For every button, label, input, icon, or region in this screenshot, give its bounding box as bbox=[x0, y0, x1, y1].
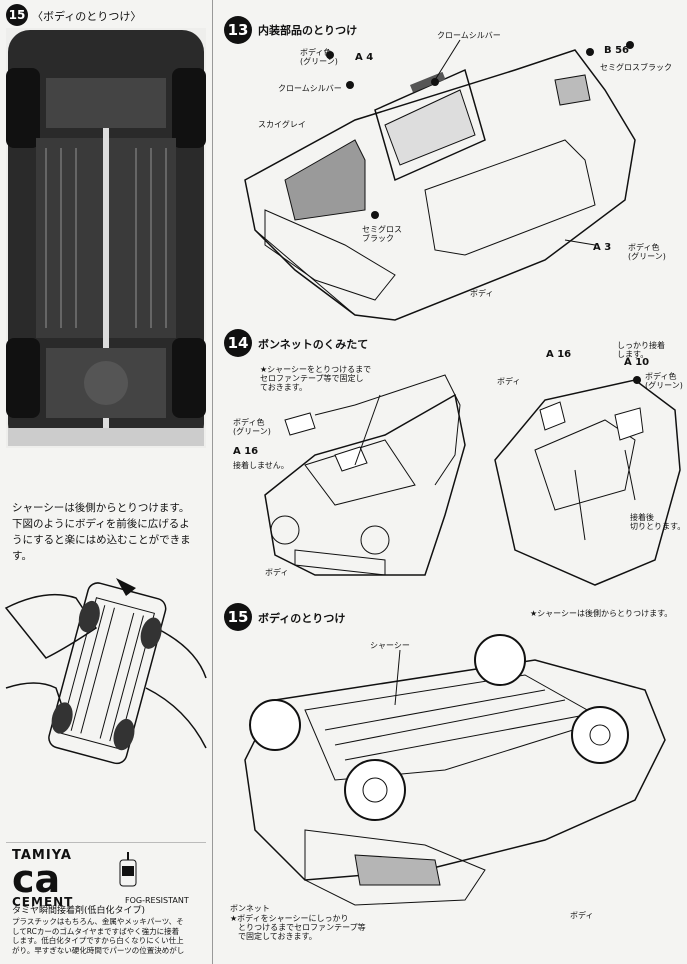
assembly-instruction-text: シャーシーは後側からとりつけます。 下図のようにボディを前後に広げるよ うにする… bbox=[12, 502, 191, 562]
body-label-15: ボディ bbox=[570, 911, 594, 920]
sky-grey-label: スカイグレイ bbox=[258, 120, 306, 129]
no-glue-label: 接着しません。 bbox=[233, 461, 289, 470]
part-a16-right-label: A 16 bbox=[546, 349, 572, 360]
interior-parts-diagram bbox=[244, 39, 636, 321]
column-divider bbox=[212, 0, 213, 964]
hands-fitting-chassis-sketch bbox=[4, 578, 207, 765]
bonnet-assembly-left-diagram bbox=[264, 374, 466, 576]
fog-resistant-label: FOG-RESISTANT bbox=[125, 896, 189, 905]
ad-divider bbox=[6, 842, 206, 843]
step-15-badge: 15 bbox=[224, 603, 252, 631]
step-15-left-badge: 15 bbox=[6, 4, 28, 26]
chrome-silver-label-1: クロームシルバー bbox=[437, 31, 501, 40]
tamiya-brand: TAMIYA bbox=[12, 848, 72, 863]
chassis-underside-photo bbox=[6, 28, 206, 448]
chassis-label: シャーシー bbox=[370, 641, 410, 650]
step-14-title: ボンネットのくみたて bbox=[258, 338, 369, 351]
body-label-14-left: ボディ bbox=[265, 568, 289, 577]
step-15-title: ボディのとりつけ bbox=[258, 612, 346, 625]
step-14-badge: 14 bbox=[224, 329, 252, 357]
bonnet-assembly-right-diagram bbox=[494, 376, 681, 586]
part-a10-label: A 10 bbox=[624, 357, 650, 368]
step-15-left-title: 〈ボディのとりつけ〉 bbox=[32, 10, 142, 23]
body-green-label-14-right: ボディ色 (グリーン) bbox=[645, 372, 683, 390]
ca-logo: ca bbox=[12, 857, 61, 901]
cement-bottle-icon bbox=[119, 852, 137, 887]
step-13-badge: 13 bbox=[224, 16, 252, 44]
body-green-label-2: ボディ色 (グリーン) bbox=[628, 243, 666, 261]
tamiya-cement-ad: TAMIYA ca CEMENT bbox=[12, 848, 207, 909]
body-fix-note: ★ボディをシャーシーにしっかり とりつけるまでセロファンテープ等 で固定しておき… bbox=[230, 914, 366, 941]
chassis-underside-illustration bbox=[6, 30, 206, 446]
cement-description: プラスチックはもちろん、金属やメッキパーツ、そ してRCカーのゴムタイヤまですば… bbox=[12, 917, 185, 955]
step-13-title: 内装部品のとりつけ bbox=[258, 24, 358, 37]
tape-fix-note: ★シャーシーをとりつけるまで セロファンテープ等で固定し ておきます。 bbox=[260, 365, 372, 392]
firm-glue-label: しっかり接着 します。 bbox=[617, 341, 665, 359]
chrome-silver-label-2: クロームシルバー bbox=[278, 84, 342, 93]
body-label-14-right: ボディ bbox=[497, 377, 521, 386]
cement-product-name: タミヤ瞬間接着剤(低白化タイプ) bbox=[12, 906, 146, 916]
semigloss-black-label-2: セミグロス ブラック bbox=[362, 225, 402, 243]
body-label-13: ボディ bbox=[470, 289, 494, 298]
body-chassis-mount-diagram bbox=[244, 634, 666, 906]
body-green-label: ボディ色 (グリーン) bbox=[300, 48, 338, 66]
cement-word: CEMENT bbox=[12, 895, 74, 909]
part-a16-left-label: A 16 bbox=[233, 446, 259, 457]
body-green-label-14: ボディ色 (グリーン) bbox=[233, 418, 271, 436]
bonnet-label: ボンネット bbox=[230, 904, 270, 913]
semigloss-black-label-1: セミグロスブラック bbox=[600, 63, 672, 72]
part-a4-label: A 4 bbox=[355, 52, 374, 63]
part-b56-label: B 56 bbox=[604, 45, 630, 56]
rear-mount-note: ★シャーシーは後側からとりつけます。 bbox=[530, 609, 673, 618]
cut-after-glue-label: 接着後 切りとります。 bbox=[630, 513, 686, 531]
part-a3-label: A 3 bbox=[593, 242, 612, 253]
